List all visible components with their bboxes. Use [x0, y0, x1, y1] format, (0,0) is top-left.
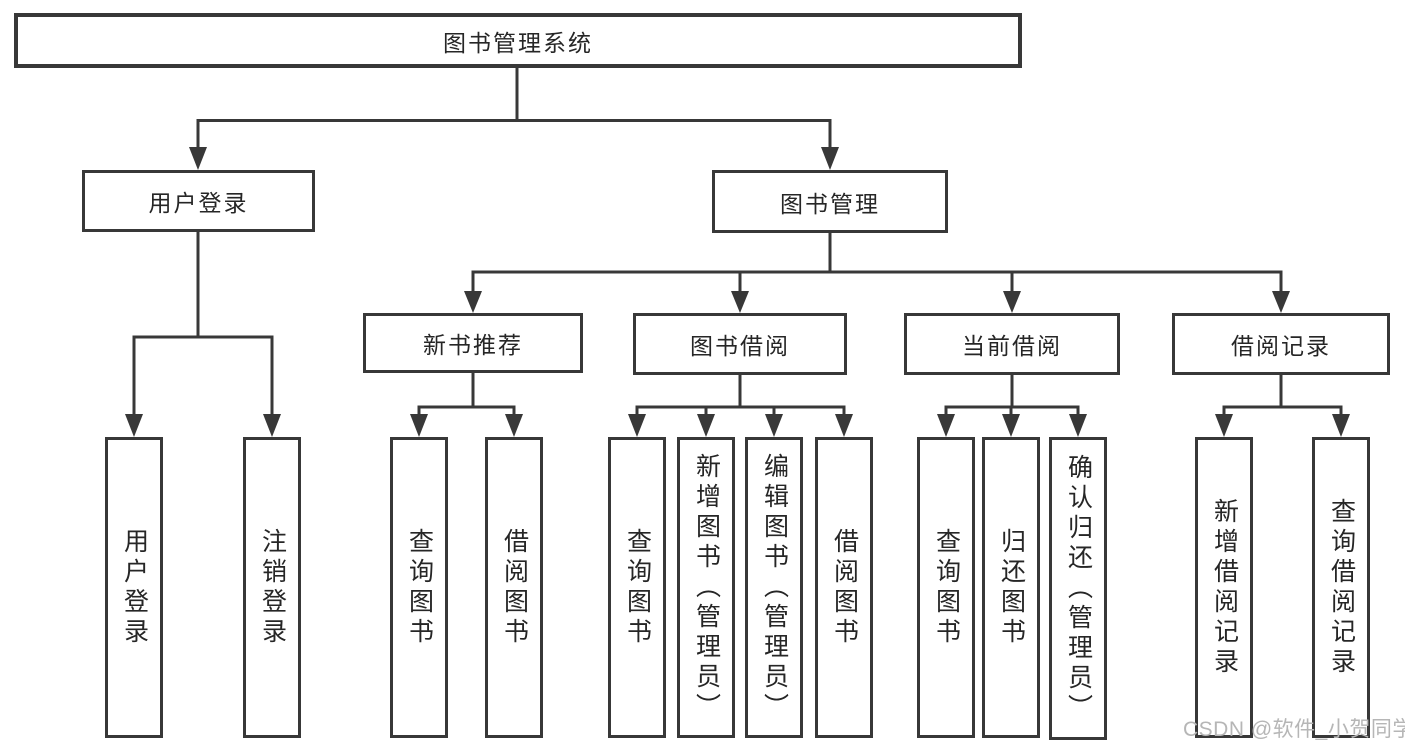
node-borrow-books-leaf-label: 借阅图书: [830, 527, 859, 648]
node-query-books-current: 查询图书: [917, 437, 975, 738]
node-root-label: 图书管理系统: [443, 29, 593, 56]
node-current-borrowing: 当前借阅: [904, 313, 1120, 375]
arrowheads: [125, 147, 1350, 437]
node-add-borrow-record-label: 新增借阅记录: [1210, 497, 1239, 678]
node-query-books-recommend-label: 查询图书: [405, 527, 434, 648]
node-confirm-return-admin: 确认归还（管理员）: [1049, 437, 1107, 740]
node-query-books-current-label: 查询图书: [932, 527, 961, 648]
node-confirm-return-admin-label: 确认归还（管理员）: [1064, 453, 1093, 724]
node-add-borrow-record: 新增借阅记录: [1195, 437, 1253, 738]
node-borrowing-records: 借阅记录: [1172, 313, 1390, 375]
node-add-books-admin: 新增图书（管理员）: [677, 437, 735, 738]
node-logout-leaf: 注销登录: [243, 437, 301, 738]
node-return-books-label: 归还图书: [997, 527, 1026, 648]
node-new-book-recommendation-label: 新书推荐: [423, 332, 523, 358]
node-add-books-admin-label: 新增图书（管理员）: [692, 452, 721, 723]
node-current-borrowing-label: 当前借阅: [962, 333, 1062, 359]
node-edit-books-admin: 编辑图书（管理员）: [745, 437, 803, 738]
node-query-books-borrow: 查询图书: [608, 437, 666, 738]
node-user-login-leaf-label: 用户登录: [120, 527, 149, 648]
node-query-borrow-record: 查询借阅记录: [1312, 437, 1370, 738]
watermark-text: CSDN @软件_小贺同学: [1183, 718, 1405, 741]
node-book-borrowing-label: 图书借阅: [690, 333, 790, 359]
node-user-login-label: 用户登录: [148, 190, 249, 216]
node-book-management: 图书管理: [712, 170, 948, 233]
node-query-books-recommend: 查询图书: [390, 437, 448, 738]
node-borrow-books-recommend: 借阅图书: [485, 437, 543, 738]
node-borrowing-records-label: 借阅记录: [1231, 333, 1331, 359]
node-user-login-leaf: 用户登录: [105, 437, 163, 738]
node-user-login: 用户登录: [82, 170, 315, 232]
node-return-books: 归还图书: [982, 437, 1040, 738]
node-borrow-books-leaf: 借阅图书: [815, 437, 873, 738]
node-book-management-label: 图书管理: [780, 190, 880, 217]
node-book-borrowing: 图书借阅: [633, 313, 847, 375]
node-query-books-borrow-label: 查询图书: [623, 527, 652, 648]
node-edit-books-admin-label: 编辑图书（管理员）: [760, 452, 789, 723]
node-root: 图书管理系统: [14, 13, 1022, 68]
node-borrow-books-recommend-label: 借阅图书: [500, 527, 529, 648]
node-logout-leaf-label: 注销登录: [258, 527, 287, 648]
node-query-borrow-record-label: 查询借阅记录: [1327, 497, 1356, 678]
node-new-book-recommendation: 新书推荐: [363, 313, 583, 373]
